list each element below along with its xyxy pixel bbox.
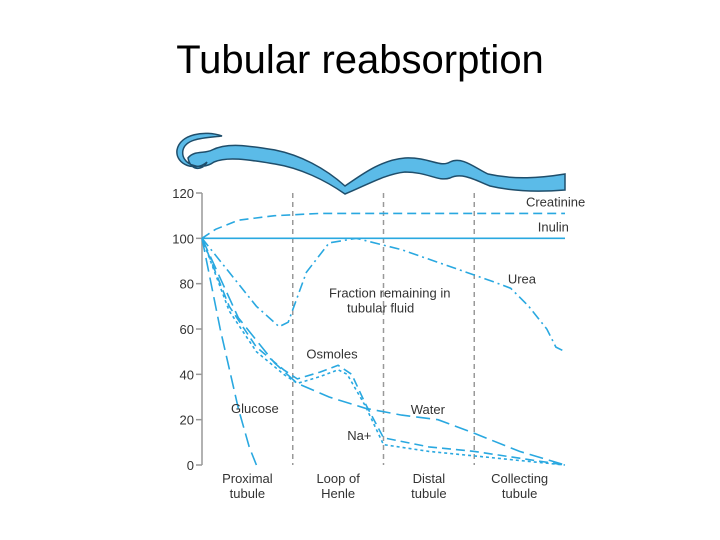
series-line-glucose — [201, 238, 258, 466]
annotation-text: tubular fluid — [347, 300, 414, 315]
series-line-na — [201, 238, 566, 466]
segment-label: Loop of — [316, 471, 360, 486]
y-tick-label: 20 — [180, 413, 194, 428]
y-tick-label: 60 — [180, 322, 194, 337]
slide-title: Tubular reabsorption — [176, 38, 544, 82]
series-line-urea — [201, 237, 566, 353]
y-tick-label: 0 — [187, 458, 194, 473]
series-label-inulin: Inulin — [538, 220, 569, 235]
segment-label: tubule — [502, 486, 537, 501]
y-tick-label: 120 — [172, 186, 194, 201]
series-line-creatinine — [201, 212, 565, 239]
annotation-text: Fraction remaining in — [329, 285, 450, 300]
segment-label: Distal — [413, 471, 446, 486]
y-tick-label: 100 — [172, 231, 194, 246]
segment-label: tubule — [230, 486, 265, 501]
series-label-water: Water — [411, 402, 446, 417]
series-line-osmoles — [201, 238, 566, 466]
series-label-na: Na+ — [347, 428, 371, 443]
series-label-osmoles: Osmoles — [306, 346, 358, 361]
segment-label: tubule — [411, 486, 446, 501]
series-label-urea: Urea — [508, 272, 537, 287]
y-tick-label: 80 — [180, 277, 194, 292]
series-label-creatinine: Creatinine — [526, 195, 585, 210]
segment-label: Collecting — [491, 471, 548, 486]
segment-label: Henle — [321, 486, 355, 501]
y-tick-label: 40 — [180, 367, 194, 382]
nephron-tubule-illustration — [176, 132, 566, 195]
segment-label: Proximal — [222, 471, 273, 486]
series-line-water — [201, 237, 566, 466]
series-label-glucose: Glucose — [231, 401, 279, 416]
series-layer — [201, 212, 566, 466]
